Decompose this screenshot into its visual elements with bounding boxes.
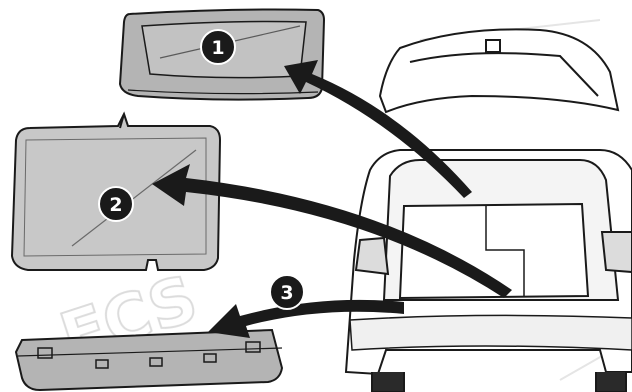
arrows [152, 60, 512, 338]
arrow-2 [152, 164, 512, 298]
callout-badge-3: 3 [269, 274, 305, 310]
callout-number-3: 3 [280, 282, 293, 304]
callout-badge-2: 2 [98, 186, 134, 222]
callout-number-2: 2 [109, 194, 122, 216]
sill-trim-part [14, 328, 284, 392]
arrow-1 [284, 60, 472, 198]
callout-badge-1: 1 [200, 29, 236, 65]
car-rear [344, 28, 632, 392]
arrow-3 [208, 299, 404, 338]
callout-number-1: 1 [211, 37, 224, 59]
